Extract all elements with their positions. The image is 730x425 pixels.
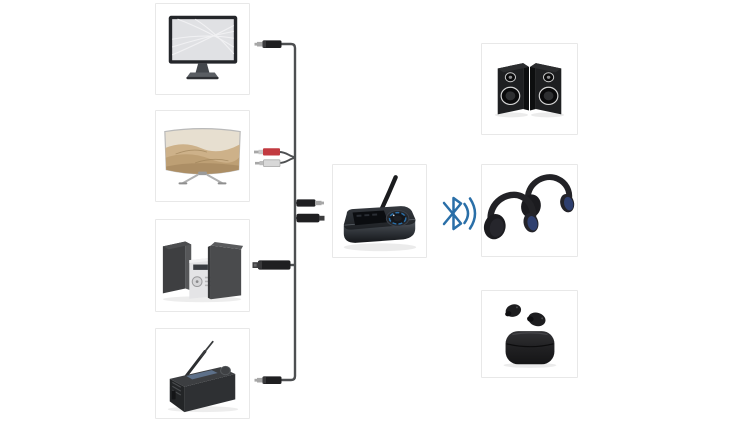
- rca-plug-tv: [254, 148, 281, 168]
- source-card-hifi-stereo: [155, 219, 250, 312]
- optical-plug-to-transmitter: [296, 213, 325, 223]
- optical-plug-stereo: [252, 260, 291, 270]
- charging-case: [503, 331, 557, 368]
- aux-plug-to-transmitter: [296, 199, 324, 207]
- output-card-headphones: [481, 164, 578, 257]
- output-card-speakers: [481, 43, 578, 135]
- cable-bus-line: [278, 42, 300, 382]
- portable-radio-icon: [167, 340, 239, 413]
- hifi-stereo-icon: [162, 241, 244, 303]
- output-card-earbuds: [481, 290, 578, 378]
- computer-monitor-icon: [168, 15, 238, 80]
- earbuds-with-case-icon: [503, 304, 557, 368]
- aux-plug-radio: [254, 376, 282, 384]
- bluetooth-signal-icon: [442, 196, 477, 231]
- aux-plug-monitor: [254, 40, 282, 48]
- hub-card-bluetooth-transmitter: [332, 164, 427, 258]
- source-card-curved-tv: [155, 110, 250, 202]
- bookshelf-speakers-icon: [494, 63, 565, 118]
- earbud-right: [527, 312, 546, 327]
- bluetooth-transmitter-icon: [343, 175, 417, 252]
- headphone-front: [483, 191, 539, 240]
- source-card-portable-radio: [155, 328, 250, 419]
- curved-tv-icon: [164, 128, 241, 185]
- earbud-left: [505, 304, 522, 317]
- wireless-headphones-icon: [483, 174, 575, 240]
- source-card-computer-monitor: [155, 3, 250, 95]
